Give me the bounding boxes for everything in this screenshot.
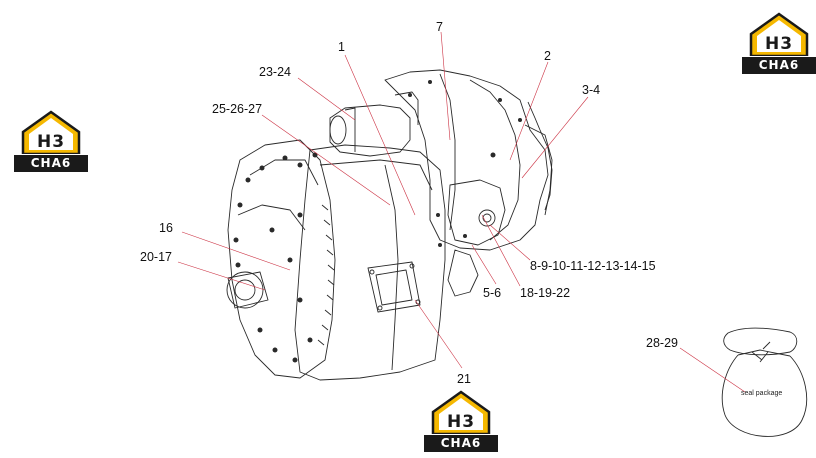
logo-word: CHA6 <box>14 155 88 172</box>
logo-house-icon <box>431 390 491 434</box>
logo-mark-text: H3 <box>446 412 476 432</box>
callout-5-6: 5-6 <box>483 286 502 300</box>
seal-package-bag <box>721 327 808 437</box>
callout-18-19-22: 18-19-22 <box>520 286 571 300</box>
brand-logo-bottom: H3 CHA6 <box>424 390 498 452</box>
callout-21: 21 <box>457 372 471 386</box>
brand-logo-top-right: H3 CHA6 <box>742 12 816 74</box>
callout-1: 1 <box>338 40 345 54</box>
logo-house-icon <box>21 110 81 154</box>
callout-25-26-27: 25-26-27 <box>212 102 263 116</box>
logo-house-icon <box>749 12 809 56</box>
callout-20-17: 20-17 <box>140 250 172 264</box>
callout-7: 7 <box>436 20 443 34</box>
callout-23-24: 23-24 <box>259 65 291 79</box>
brand-logo-left: H3 CHA6 <box>14 110 88 172</box>
callout-16: 16 <box>159 221 173 235</box>
seal-package-label: seal package <box>741 390 783 397</box>
callout-28-29: 28-29 <box>646 336 678 350</box>
logo-word: CHA6 <box>424 435 498 452</box>
callout-3-4: 3-4 <box>582 83 601 97</box>
bolt-heads <box>233 80 522 363</box>
logo-mark-text: H3 <box>764 34 794 54</box>
callout-8-15: 8-9-10-11-12-13-14-15 <box>530 259 656 273</box>
logo-word: CHA6 <box>742 57 816 74</box>
logo-mark-text: H3 <box>36 132 66 152</box>
callout-2: 2 <box>544 49 551 63</box>
leader-lines <box>177 31 746 393</box>
housing-outline <box>226 69 553 381</box>
